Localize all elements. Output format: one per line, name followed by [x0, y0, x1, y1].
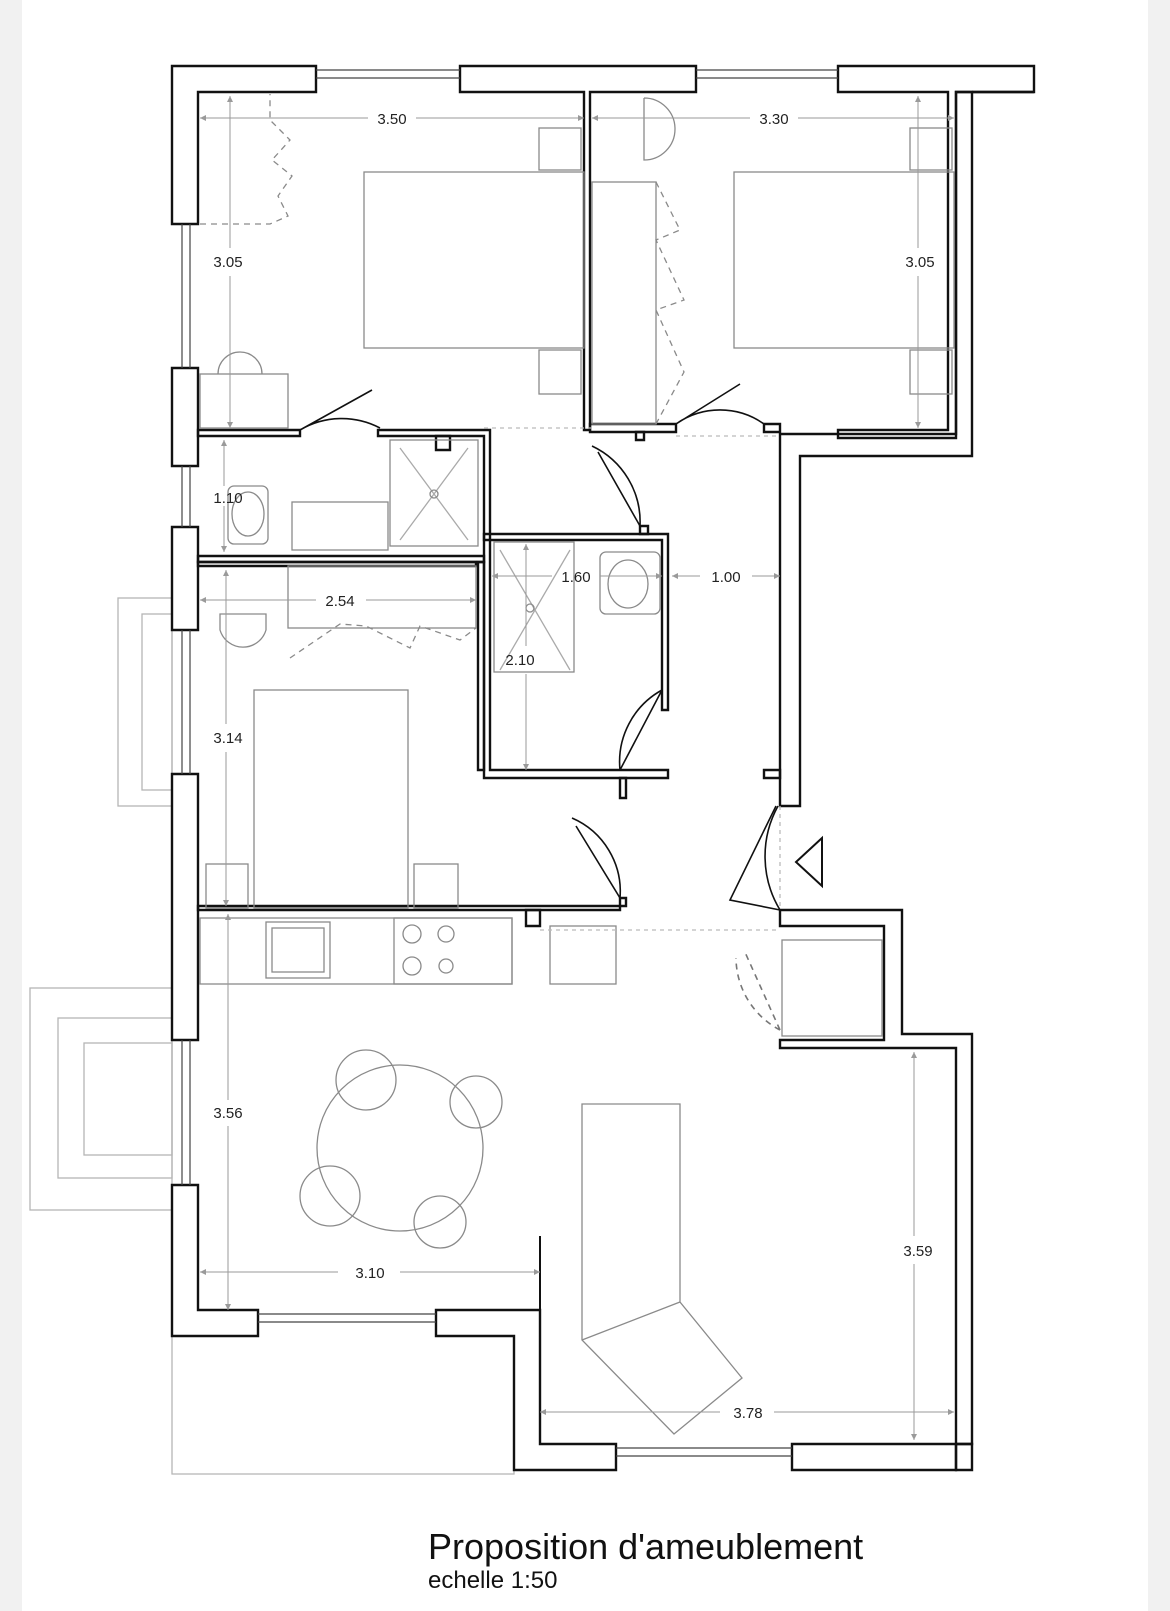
wardrobe-bedroom2 [591, 181, 657, 425]
dining-chair-4 [413, 1195, 467, 1249]
storage-closet [781, 939, 883, 1037]
window-bedroom3 [181, 630, 191, 774]
dining-chair-3 [299, 1165, 361, 1227]
wall-left-2 [170, 525, 200, 632]
nightstand-3a [205, 863, 249, 909]
toilet-shower-room [599, 551, 661, 615]
dining-chair-1 [335, 1049, 397, 1111]
dining-chair-2 [449, 1075, 503, 1129]
wall-bottom-left [434, 1308, 618, 1472]
dim-wc-depth: 1.10 [213, 490, 242, 507]
corner-sofa [581, 1103, 743, 1435]
dim-kitchen-width: 3.10 [355, 1265, 384, 1282]
kitchen-counter [199, 917, 513, 985]
wall-right-upper [778, 90, 974, 808]
dim-hall-width: 1.00 [711, 569, 740, 586]
door-storage [735, 949, 781, 1031]
window-wc [181, 466, 191, 527]
door-entrance [728, 805, 781, 911]
balcony-bedroom3-inner [141, 613, 173, 791]
wall-bottom-right [790, 1442, 958, 1472]
kitchen-sink [265, 921, 331, 979]
chair-bedroom3 [219, 613, 267, 648]
furniture [199, 94, 955, 1435]
right-frame-edge [1148, 0, 1170, 1611]
balcony-kitchen-mid [57, 1017, 173, 1179]
window-bedroom1 [316, 69, 460, 79]
dim-kitchen-depth: 3.56 [213, 1105, 242, 1122]
dim-shower-room-depth: 2.10 [505, 652, 534, 669]
dim-living-depth: 3.59 [903, 1243, 932, 1260]
nightstand-3b [413, 863, 459, 909]
wall-left-1 [170, 366, 200, 468]
nightstand-2a [909, 127, 953, 171]
balcony-kitchen [29, 987, 173, 1211]
kitchen-hob-area [393, 917, 513, 985]
dim-bedroom2-depth: 3.05 [905, 254, 934, 271]
walls [170, 64, 1036, 1472]
terraces [29, 597, 515, 1475]
wall-sw-corner [170, 1183, 260, 1338]
window-kitchen [181, 1040, 191, 1185]
dimension-labels: 3.50 3.05 3.30 3.05 1.10 1.60 1.00 2.54 … [213, 111, 934, 1422]
left-frame-edge [0, 0, 22, 1611]
bed-bedroom3 [253, 689, 409, 909]
doors [299, 383, 781, 1031]
terrace-living [171, 1336, 515, 1475]
wardrobe-bedroom1 [200, 94, 293, 225]
chair-bedroom2 [643, 97, 676, 161]
door-bedroom2 [675, 383, 765, 425]
door-shower [618, 689, 663, 771]
title-block: Proposition d'ameublement echelle 1:50 [428, 1528, 863, 1596]
shower-drain [429, 489, 439, 499]
dim-bedroom1-depth: 3.05 [213, 254, 242, 271]
bed-bedroom1 [363, 171, 585, 349]
wall-left-3 [170, 772, 200, 1042]
wall-wc-bath [376, 428, 492, 542]
dimension-lines [200, 96, 954, 1440]
nightstand-1b [538, 349, 582, 395]
nightstand-1a [538, 127, 582, 171]
toilet-wc [227, 485, 269, 545]
door-bedroom3 [571, 817, 622, 899]
dim-living-width: 3.78 [733, 1405, 762, 1422]
dim-bedroom2-width: 3.30 [759, 111, 788, 128]
wall-top-right [836, 64, 1036, 440]
washbasin-counter [291, 501, 389, 551]
wardrobe-bedroom2-doors [655, 181, 685, 425]
dim-shower-room-width: 1.60 [561, 569, 590, 586]
kitchen-fridge [549, 925, 617, 985]
shower-tray [389, 439, 479, 547]
windows [181, 69, 838, 1457]
bed-bedroom2 [733, 171, 955, 349]
balcony-bedroom3 [117, 597, 173, 807]
entrance-arrow-icon [794, 835, 823, 889]
desk-bedroom1 [199, 373, 289, 429]
window-living-bottom [616, 1447, 792, 1457]
drawing-title: Proposition d'ameublement [428, 1526, 864, 1567]
wardrobe-bedroom3-doors [289, 623, 477, 659]
nightstand-2b [909, 349, 953, 395]
dim-bedroom3-depth: 3.14 [213, 730, 242, 747]
window-bedroom2 [696, 69, 838, 79]
drawing-scale: echelle 1:50 [428, 1567, 558, 1594]
wall-nw-corner [170, 64, 318, 226]
wall-right-lower [778, 908, 974, 1446]
wall-shower-room [482, 532, 670, 780]
door-wc [591, 445, 641, 527]
window-bedroom1-side [181, 224, 191, 368]
dim-bedroom1-width: 3.50 [377, 111, 406, 128]
wall-top-middle [458, 64, 698, 432]
window-living-left [258, 1313, 436, 1323]
balcony-kitchen-inner [83, 1042, 173, 1156]
dim-bedroom3-width: 2.54 [325, 593, 354, 610]
dining-table [316, 1064, 484, 1232]
door-bedroom1 [299, 389, 381, 431]
chair-bedroom1 [217, 351, 263, 375]
wardrobe-bedroom3 [287, 565, 477, 629]
shower-tray-2 [493, 541, 575, 673]
